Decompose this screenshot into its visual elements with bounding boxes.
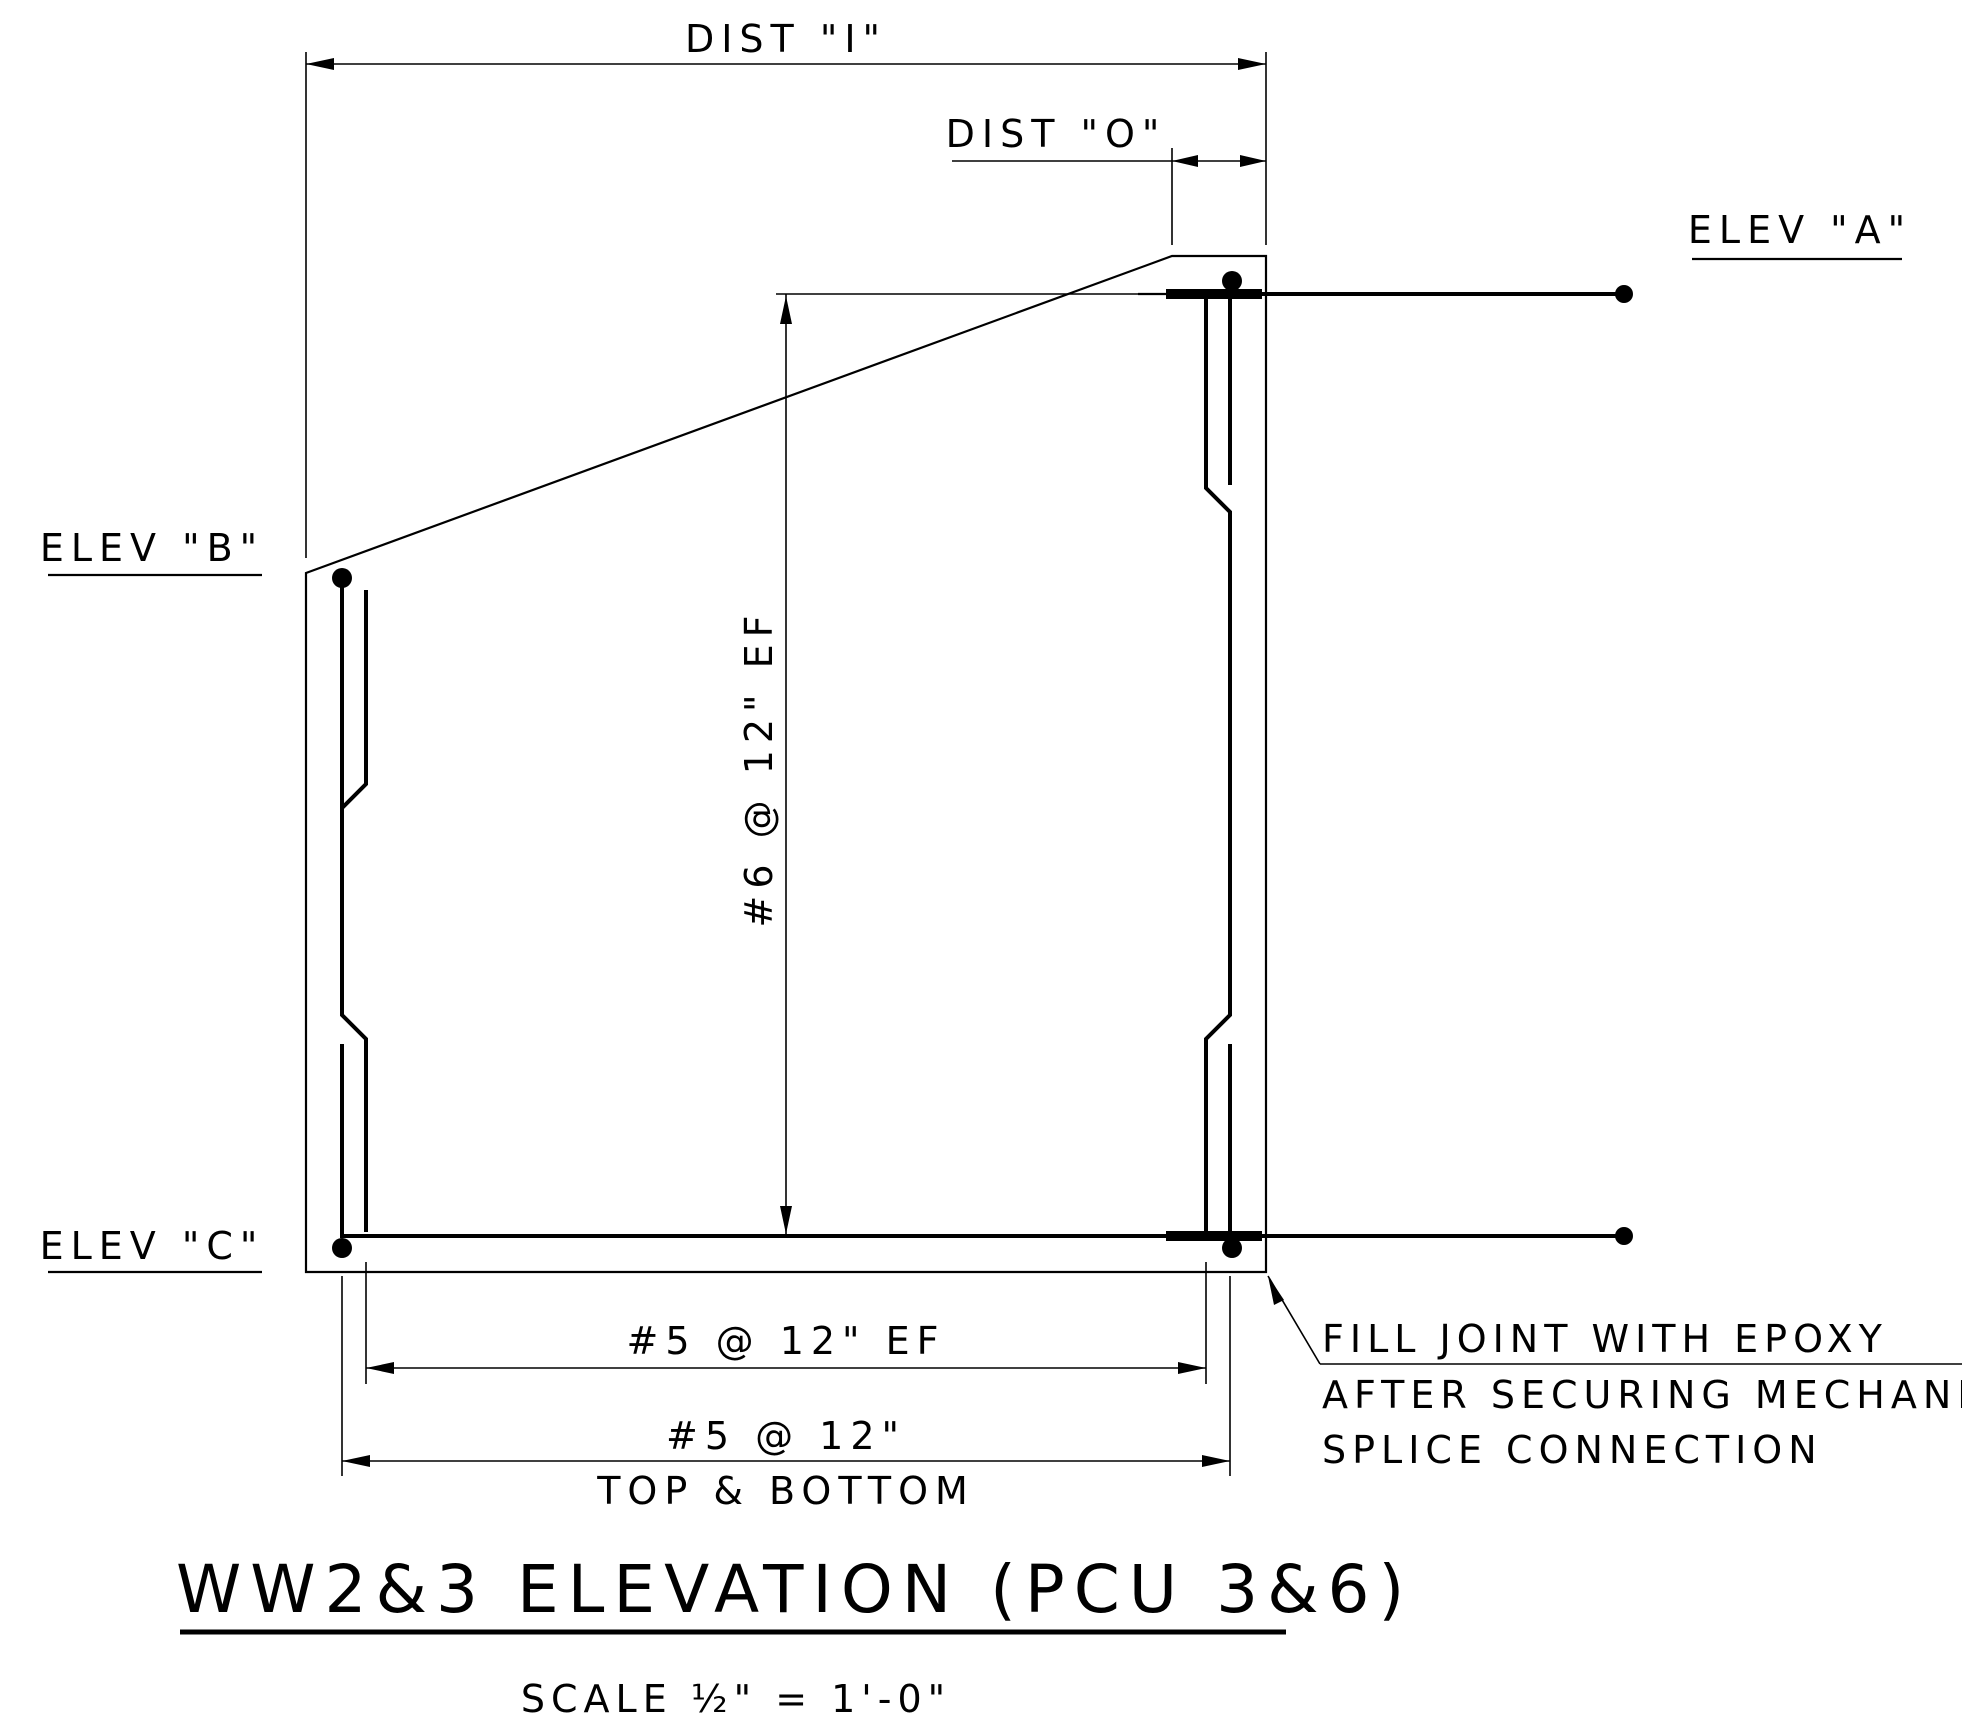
vertical-dim-arrow-bottom	[780, 1206, 792, 1234]
elev-b-label: ELEV "B"	[40, 526, 264, 570]
bottom-bars-label: #5 @ 12" EF	[627, 1319, 946, 1363]
bottom-bars-arrow-right	[1178, 1362, 1206, 1374]
top-bottom-arrow-left	[342, 1455, 370, 1467]
note-line-1: FILL JOINT WITH EPOXY	[1322, 1317, 1888, 1361]
scale-label: SCALE ½" = 1'-0"	[521, 1677, 951, 1721]
top-bottom-label: TOP & BOTTOM	[596, 1469, 975, 1513]
elev-c-label: ELEV "C"	[40, 1224, 265, 1268]
dist-i-arrow-left	[306, 58, 334, 70]
dist-o-label: DIST "O"	[946, 112, 1167, 156]
bottom-dowel-end-dot	[1615, 1227, 1633, 1245]
dist-o-arrow-right	[1240, 155, 1266, 167]
note-leader-arrow	[1268, 1276, 1284, 1305]
right-bottom-longitudinal-dot	[1222, 1238, 1242, 1258]
left-bar-middle	[340, 808, 368, 1232]
dist-i-arrow-right	[1238, 58, 1266, 70]
top-dowel-end-dot	[1615, 285, 1633, 303]
vertical-bars-label: #6 @ 12" EF	[737, 609, 781, 928]
elev-a-label: ELEV "A"	[1688, 208, 1912, 252]
left-bottom-longitudinal-dot	[332, 1238, 352, 1258]
dist-o-arrow-left	[1172, 155, 1198, 167]
dist-i-label: DIST "I"	[685, 17, 887, 61]
top-bottom-arrow-right	[1202, 1455, 1230, 1467]
drawing-title: WW2&3 ELEVATION (PCU 3&6)	[176, 1551, 1413, 1628]
right-bar-outer	[1204, 295, 1232, 1234]
bottom-bars-arrow-left	[366, 1362, 394, 1374]
top-bottom-bars-label: #5 @ 12"	[666, 1414, 906, 1458]
note-line-2: AFTER SECURING MECHANICA	[1322, 1373, 1962, 1417]
left-bar-outer	[340, 575, 368, 813]
note-line-3: SPLICE CONNECTION	[1322, 1428, 1823, 1472]
left-top-longitudinal-dot	[332, 568, 352, 588]
right-top-longitudinal-dot	[1222, 271, 1242, 291]
wall-outline	[304, 254, 1268, 1274]
vertical-dim-arrow-top	[780, 296, 792, 324]
